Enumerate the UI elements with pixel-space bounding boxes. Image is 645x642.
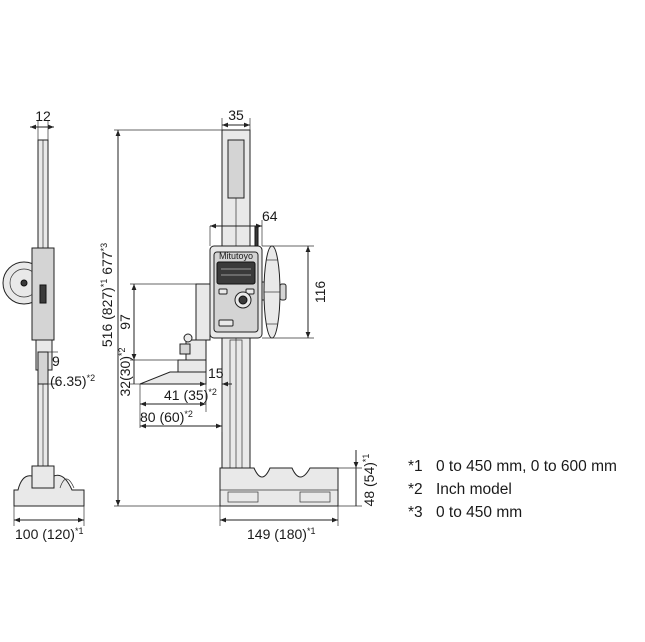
- front-base: [219, 467, 339, 507]
- side-thickness-label: 12: [35, 108, 51, 124]
- scriber-low-label: 32(30)*2: [117, 348, 133, 397]
- footnote-text: 0 to 450 mm: [436, 504, 522, 521]
- side-base-stem: [31, 465, 55, 489]
- head-width-label: 64: [262, 208, 278, 224]
- footnote-mark: *2: [408, 481, 423, 498]
- base-height-label: 48 (54)*1: [361, 454, 377, 507]
- footnotes: *1 0 to 450 mm, 0 to 600 mm *2 Inch mode…: [408, 458, 617, 521]
- brand-label: Mitutoyo: [219, 251, 253, 261]
- scriber-height-label: 97: [117, 314, 133, 330]
- footnote-mark: *3: [408, 504, 423, 521]
- scriber-holder: [177, 359, 207, 373]
- scriber-reach-label: 41 (35)*2: [164, 387, 217, 403]
- head-height-label: 116: [312, 281, 328, 304]
- side-pin-inch-label: (6.35)*2: [50, 373, 95, 389]
- side-base-label: 100 (120)*1: [15, 526, 83, 542]
- button-icon: [218, 288, 228, 295]
- footnote-text: Inch model: [436, 481, 512, 498]
- button-icon: [245, 288, 255, 295]
- footnote-mark: *1: [408, 458, 423, 475]
- side-base: [13, 474, 85, 507]
- column-width-label: 35: [228, 107, 244, 123]
- scriber: [139, 371, 207, 385]
- side-view: 12 9 (6.35)*2 100 (120)*1: [2, 108, 95, 542]
- lcd-display: [216, 261, 256, 285]
- side-pin: [37, 351, 49, 385]
- front-view: Mitutoyo 35 64: [99, 107, 377, 542]
- scriber-offset-label: 15: [208, 365, 224, 381]
- total-height-label: 516 (827)*1 677*3: [99, 243, 115, 347]
- base-length-label: 149 (180)*1: [247, 526, 315, 542]
- side-pin-label: 9: [52, 353, 60, 369]
- scriber-length-label: 80 (60)*2: [140, 409, 193, 425]
- footnote-text: 0 to 450 mm, 0 to 600 mm: [436, 458, 617, 475]
